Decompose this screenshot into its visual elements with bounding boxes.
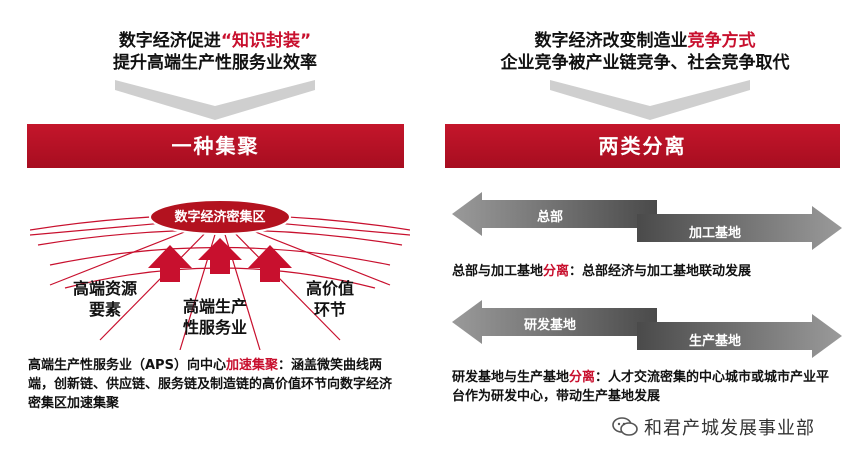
watermark-text: 和君产城发展事业部 — [644, 418, 815, 439]
left-description: 高端生产性服务业（APS）向中心加速集聚：涵盖微笑曲线两端，创新链、供应链、服务… — [28, 358, 393, 411]
pair1-arrows — [452, 192, 842, 250]
right-title-line2: 企业竞争被产业链竞争、社会竞争取代 — [500, 53, 790, 73]
left-title-line2: 提升高端生产性服务业效率 — [113, 53, 317, 73]
pair2-right-label: 生产基地 — [688, 334, 741, 349]
right-chevron-down-icon — [550, 80, 750, 120]
left-description-highlight: 加速集聚 — [225, 358, 278, 373]
arrow-left-icon — [452, 192, 657, 236]
left-chevron-down-icon — [115, 80, 315, 120]
right-title: 数字经济改变制造业竞争方式 企业竞争被产业链竞争、社会竞争取代 — [455, 30, 835, 74]
left-title-line1: 数字经济促进“知识封装” — [118, 31, 312, 51]
wechat-icon — [612, 417, 638, 436]
factor-resources: 高端资源 要素 — [72, 279, 137, 319]
pair1-left-label: 总部 — [536, 210, 563, 225]
arrow-right-icon — [637, 314, 842, 358]
factor-high-value: 高价值 环节 — [305, 279, 354, 319]
pair1-description: 总部与加工基地分离：总部经济与加工基地联动发展 — [452, 264, 752, 279]
left-title-highlight: “知识封装” — [220, 31, 312, 51]
pair1-description-highlight: 分离 — [543, 264, 570, 279]
pair2-left-label: 研发基地 — [523, 318, 576, 333]
right-title-line1: 数字经济改变制造业竞争方式 — [534, 31, 756, 51]
pair2-description: 研发基地与生产基地分离：人才交流密集的中心城市或城市产业平台作为研发中心，带动生… — [452, 370, 830, 404]
pair1-right-label: 加工基地 — [688, 226, 741, 241]
arrow-left-icon — [452, 300, 657, 344]
arrow-up-icon — [198, 238, 242, 274]
arrow-up-icon — [248, 245, 292, 282]
zone-label: 数字经济密集区 — [174, 210, 266, 225]
aggregation-diagram — [30, 199, 410, 350]
arrow-right-icon — [637, 206, 842, 250]
right-title-highlight: 竞争方式 — [687, 31, 756, 51]
pair2-arrows — [452, 300, 842, 358]
pair2-description-highlight: 分离 — [569, 370, 596, 385]
left-title: 数字经济促进“知识封装” 提升高端生产性服务业效率 — [50, 30, 380, 74]
right-banner: 两类分离 — [445, 124, 840, 168]
left-banner: 一种集聚 — [27, 124, 404, 168]
center-zone-ellipse — [149, 199, 291, 235]
watermark: 和君产城发展事业部 — [612, 412, 857, 442]
arrow-up-icon — [148, 245, 192, 282]
factor-aps: 高端生产 性服务业 — [182, 297, 247, 337]
